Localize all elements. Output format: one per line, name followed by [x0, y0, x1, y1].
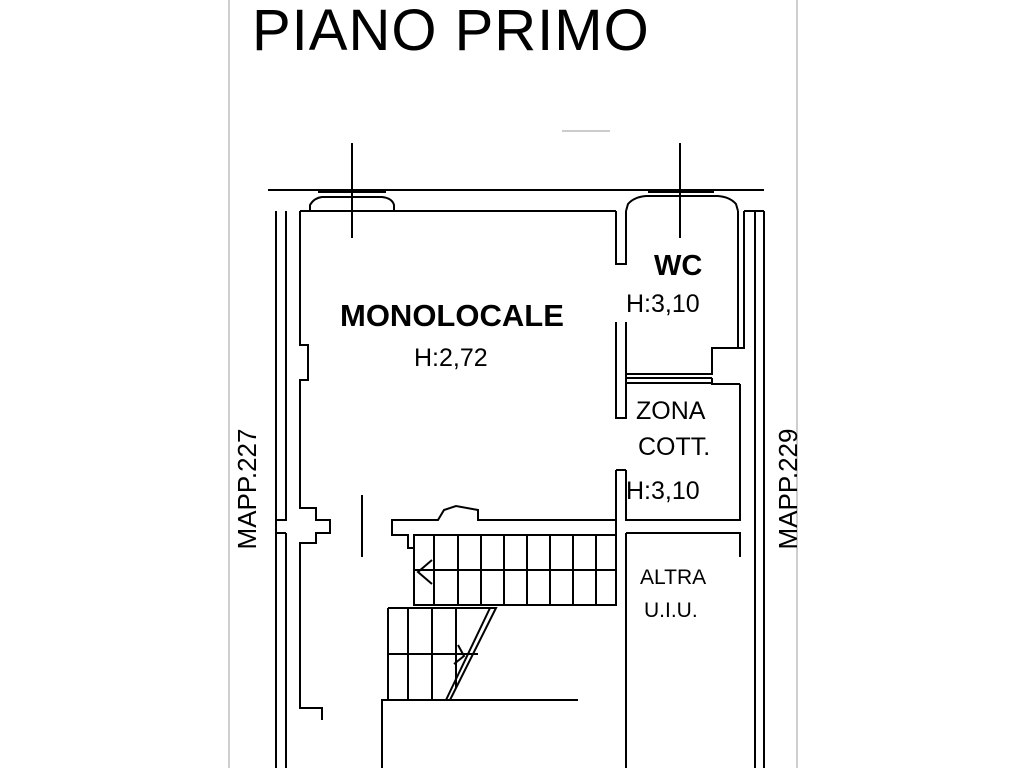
left-wall-mid: [276, 211, 287, 521]
parcel-label-left: MAPP.227: [232, 428, 262, 550]
left-wall-inner: [299, 211, 331, 720]
partition-left: [615, 322, 627, 419]
landing-parapet: [391, 504, 617, 549]
room-label-monolocale: MONOLOCALE: [340, 298, 564, 333]
stair-direction-arrow: [416, 559, 433, 585]
window-right: [625, 195, 739, 212]
wc-wall-bottom-right: [711, 378, 740, 385]
wc-wall-bottom: [625, 322, 738, 375]
bottom-wall: [381, 699, 578, 768]
wc-wall-right: [737, 211, 745, 349]
room-label-zona-line2: COTT.: [638, 433, 711, 461]
room-height-wc: H:3,10: [626, 290, 700, 318]
plan-title: PIANO PRIMO: [252, 0, 650, 63]
altra-wall-top: [626, 532, 741, 557]
zona-wall-right: [625, 384, 741, 521]
room-height-monolocale: H:2,72: [414, 344, 488, 372]
wc-wall-left: [615, 211, 627, 265]
room-label-zona-line1: ZONA: [636, 397, 706, 425]
room-label-altra-line2: U.I.U.: [644, 599, 698, 622]
room-label-wc: WC: [654, 250, 703, 282]
room-height-zona: H:3,10: [626, 477, 700, 505]
stair-direction-arrow-lower: [453, 644, 466, 665]
room-label-altra-line1: ALTRA: [640, 566, 707, 589]
parcel-label-right: MAPP.229: [773, 428, 803, 550]
